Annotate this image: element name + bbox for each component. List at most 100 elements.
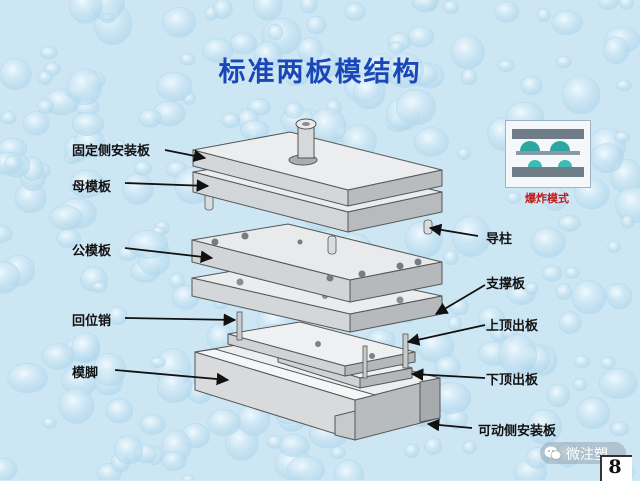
water-droplet xyxy=(478,306,505,331)
water-droplet xyxy=(607,240,621,253)
water-droplet xyxy=(105,398,134,424)
water-droplet xyxy=(404,443,420,458)
water-droplet xyxy=(555,55,572,69)
water-droplet xyxy=(7,362,48,394)
water-droplet xyxy=(524,282,539,295)
label-return-pin: 回位销 xyxy=(72,314,112,329)
water-droplet xyxy=(139,414,166,435)
water-droplet xyxy=(619,0,635,10)
water-droplet xyxy=(68,0,103,24)
water-droplet xyxy=(161,451,187,471)
water-droplet xyxy=(443,249,459,266)
water-droplet xyxy=(0,111,17,125)
label-upper-ejector-plate: 上顶出板 xyxy=(486,319,539,334)
water-droplet xyxy=(557,214,581,232)
water-droplet xyxy=(284,102,304,119)
water-droplet xyxy=(39,46,58,60)
label-support-plate: 支撑板 xyxy=(486,277,526,292)
water-droplet xyxy=(179,53,196,66)
water-droplet xyxy=(610,421,630,437)
water-droplet xyxy=(72,112,105,137)
water-droplet xyxy=(561,75,601,115)
water-droplet xyxy=(555,283,573,301)
water-droplet xyxy=(600,356,616,370)
water-droplet xyxy=(58,387,95,424)
sprue-bushing xyxy=(288,118,318,166)
water-droplet xyxy=(597,0,619,10)
water-droplet xyxy=(412,0,439,13)
mold-leg-rails xyxy=(194,348,441,441)
water-droplet xyxy=(162,6,197,38)
water-droplet xyxy=(157,370,193,403)
label-mold-leg: 模脚 xyxy=(72,366,99,381)
water-droplet xyxy=(546,383,571,408)
label-core-plate: 公模板 xyxy=(72,244,112,259)
explode-mode-thumbnail[interactable] xyxy=(505,120,591,188)
water-droplet xyxy=(526,409,562,445)
page-number: 8 xyxy=(608,456,622,478)
water-droplet xyxy=(0,457,18,480)
water-droplet xyxy=(22,111,50,136)
water-droplet xyxy=(614,131,631,144)
watermark-text: 微注塑 xyxy=(566,447,608,463)
water-droplet xyxy=(558,311,582,334)
water-droplet xyxy=(615,186,640,224)
water-droplet xyxy=(424,437,443,456)
water-droplet xyxy=(212,0,233,20)
wechat-icon xyxy=(544,446,562,460)
core-plate xyxy=(191,223,443,303)
water-droplet xyxy=(0,224,13,243)
explode-mode-illustration xyxy=(512,129,584,177)
water-droplet xyxy=(220,112,241,128)
water-droplet xyxy=(201,37,234,63)
water-droplet xyxy=(0,58,32,90)
water-droplet xyxy=(108,306,128,326)
water-droplet xyxy=(457,147,471,160)
water-droplet xyxy=(344,2,366,21)
water-droplet xyxy=(564,266,580,279)
water-droplet xyxy=(278,434,310,457)
water-droplet xyxy=(590,143,624,174)
water-droplet xyxy=(413,127,449,157)
water-droplet xyxy=(389,63,404,74)
water-droplet xyxy=(133,160,152,176)
water-droplet xyxy=(91,281,108,293)
water-droplet xyxy=(150,356,166,368)
water-droplet xyxy=(333,459,365,480)
label-arrows xyxy=(114,149,486,432)
water-droplet xyxy=(67,68,102,106)
water-droplet xyxy=(385,52,424,88)
water-droplet xyxy=(576,396,611,429)
water-droplet xyxy=(71,331,101,364)
water-droplet xyxy=(306,15,327,35)
water-droplet xyxy=(207,408,241,436)
upper-ejector-plate xyxy=(227,321,416,377)
water-droplet xyxy=(299,0,318,14)
water-droplet xyxy=(506,191,522,204)
water-droplet xyxy=(451,215,491,257)
water-droplet xyxy=(156,71,193,102)
water-droplet xyxy=(253,41,283,70)
label-fixed-clamp-plate: 固定侧安装板 xyxy=(72,144,151,159)
page-title: 标准两板模结构 xyxy=(218,57,422,88)
water-droplet xyxy=(551,10,583,35)
water-droplet xyxy=(37,98,55,115)
water-droplet xyxy=(462,440,477,455)
explode-mode-caption: 爆炸模式 xyxy=(525,192,569,205)
water-droplet xyxy=(606,283,633,310)
water-droplet xyxy=(4,155,21,171)
water-droplet xyxy=(353,74,386,110)
water-droplet xyxy=(621,214,635,229)
water-droplet xyxy=(525,447,550,469)
water-droplet xyxy=(450,34,485,70)
water-droplet xyxy=(69,169,105,199)
water-droplet xyxy=(49,205,84,231)
water-droplet xyxy=(41,417,57,429)
water-droplet xyxy=(541,265,563,282)
water-droplet xyxy=(182,474,195,480)
water-droplet xyxy=(537,7,551,23)
water-droplet xyxy=(520,75,543,96)
water-droplet xyxy=(0,260,21,294)
water-droplet xyxy=(442,0,460,14)
